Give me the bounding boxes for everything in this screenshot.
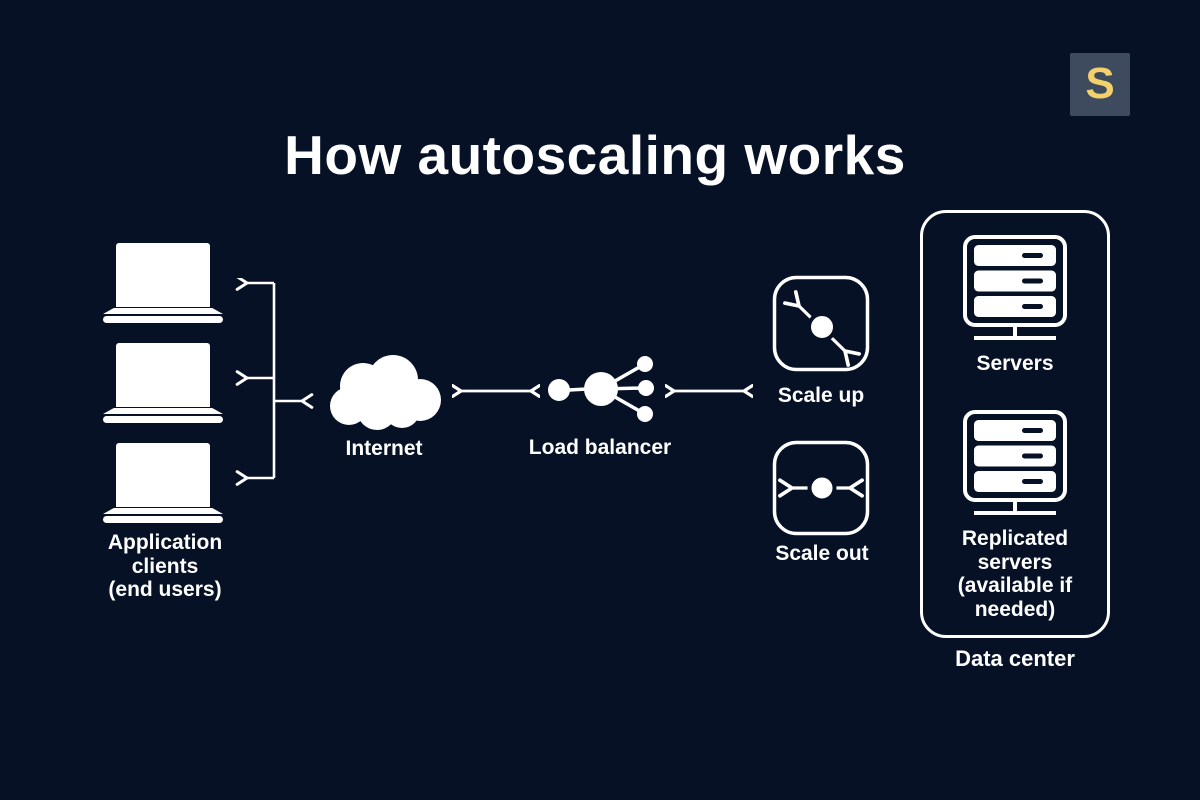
- data-center-box: [920, 210, 1110, 638]
- scale-out-icon: [772, 440, 870, 536]
- replicated-servers-icon: [963, 410, 1067, 515]
- brand-logo-letter: S: [1085, 58, 1115, 108]
- servers-label: Servers: [976, 352, 1054, 375]
- laptop-base: [103, 515, 223, 523]
- data-center-label: Data center: [955, 646, 1075, 671]
- laptop-icon: [103, 443, 223, 523]
- laptop-icon: [103, 343, 223, 423]
- double-arrow-lb-scaling: [665, 384, 753, 398]
- clients-label: Application clients (end users): [107, 531, 223, 602]
- laptop-base: [103, 415, 223, 423]
- replicated-servers-label: Replicated servers (available if needed): [957, 527, 1073, 621]
- servers-icon: [963, 235, 1067, 340]
- scale-out-label: Scale out: [775, 542, 869, 565]
- laptop-hinge: [103, 408, 223, 414]
- load-balancer-icon: [548, 356, 654, 422]
- laptop-screen: [116, 343, 210, 407]
- clients-connector-arrows: [235, 278, 314, 486]
- laptop-hinge: [103, 508, 223, 514]
- cloud-icon: [330, 355, 441, 430]
- laptop-hinge: [103, 308, 223, 314]
- scale-up-label: Scale up: [777, 384, 865, 407]
- scale-up-icon: [772, 275, 870, 372]
- laptop-icon: [103, 243, 223, 323]
- double-arrow-cloud-lb: [452, 384, 540, 398]
- laptop-screen: [116, 243, 210, 307]
- laptop-screen: [116, 443, 210, 507]
- laptop-base: [103, 315, 223, 323]
- page-title: How autoscaling works: [284, 123, 906, 186]
- brand-logo: S: [1070, 53, 1130, 116]
- load-balancer-label: Load balancer: [528, 436, 672, 459]
- internet-label: Internet: [345, 437, 423, 460]
